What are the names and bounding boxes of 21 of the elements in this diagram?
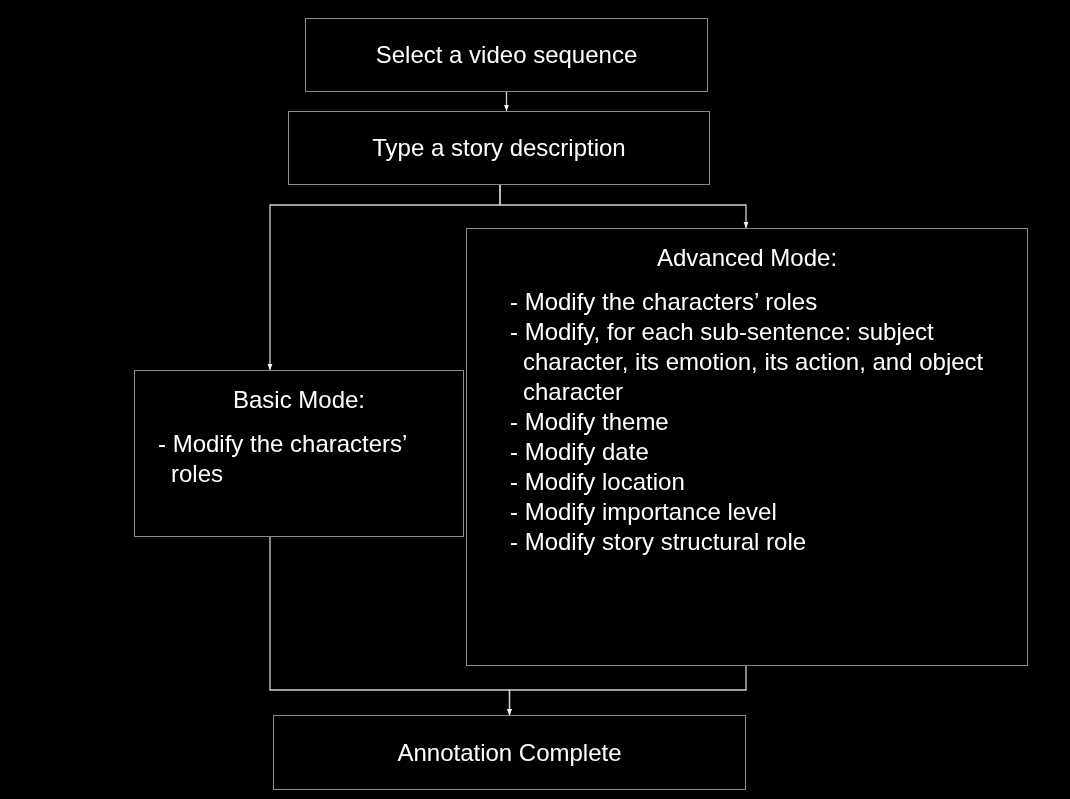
list-item: - Modify the characters’ roles xyxy=(510,287,819,317)
process-box xyxy=(466,228,1028,666)
process-box xyxy=(273,715,746,790)
list-item: - Modify, for each sub-sentence: subject character, its emotion, its action, and object character xyxy=(510,317,985,407)
box-heading: Basic Mode: xyxy=(231,385,367,415)
step-label: Type a story description xyxy=(372,133,626,163)
arrow xyxy=(507,665,747,716)
process-box xyxy=(305,18,708,92)
process-box xyxy=(134,370,464,537)
list-item: - Modify the characters’ roles xyxy=(158,429,408,489)
step-label: Select a video sequence xyxy=(375,40,638,70)
box-heading: Advanced Mode: xyxy=(655,243,839,273)
list-item: - Modify importance level xyxy=(510,497,778,527)
list-item: - Modify date xyxy=(510,437,650,467)
list-item: - Modify theme xyxy=(510,407,670,437)
list-item: - Modify location xyxy=(510,467,686,497)
arrow xyxy=(499,184,749,229)
arrow xyxy=(504,91,509,112)
step-label: Annotation Complete xyxy=(397,737,622,768)
process-box xyxy=(288,111,710,185)
list-item: - Modify story structural role xyxy=(510,527,808,557)
